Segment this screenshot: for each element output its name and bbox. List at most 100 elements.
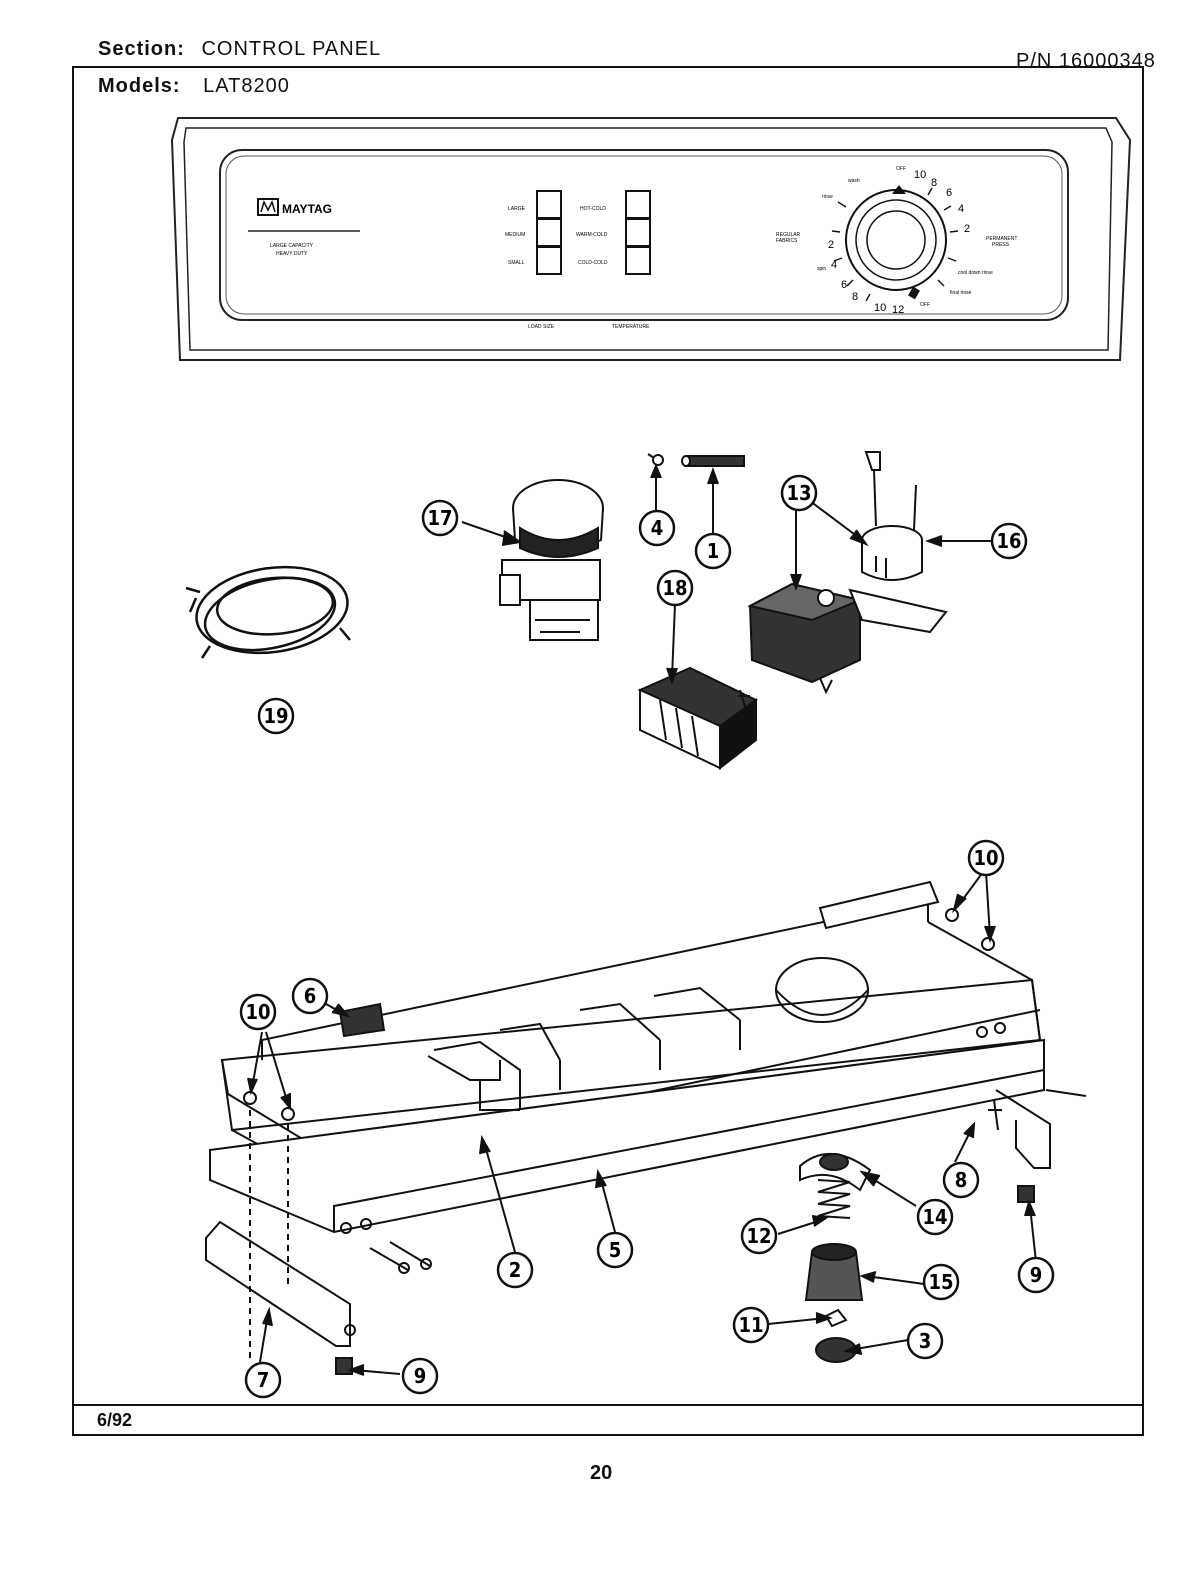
callout-label: 18 (662, 576, 687, 600)
callout-label: 2 (509, 1258, 522, 1282)
callout-5: 5 (596, 1231, 634, 1269)
dial-final-rinse: final rinse (950, 290, 972, 296)
dial-spin: spin (817, 266, 826, 272)
panel-subtitle-2: HEAVY DUTY (276, 251, 308, 257)
callout-circle (967, 839, 1005, 877)
callout-10: 10 (239, 993, 277, 1031)
dial-right-2: 2 (964, 223, 970, 235)
water-level-switch-illustration (499, 479, 604, 641)
callout-circle (740, 1217, 778, 1255)
callout-16: 16 (990, 522, 1028, 560)
callout-circle (906, 1322, 944, 1360)
callout-circle (401, 1357, 439, 1395)
callout-circle (656, 569, 694, 607)
permanent-press-1: PERMANENT (986, 236, 1017, 242)
dial-left-6: 6 (841, 279, 847, 291)
dial-left-8: 8 (852, 291, 858, 303)
callout-9: 9 (1017, 1256, 1055, 1294)
dial-right-8: 8 (931, 177, 937, 189)
regular-fabrics-1: REGULAR (776, 232, 801, 238)
callout-9: 9 (401, 1357, 439, 1395)
temp-hot-cold-button (625, 190, 651, 219)
dial-off-top: OFF (896, 166, 906, 172)
callout-circle (732, 1306, 770, 1344)
dial-off-bottom: OFF (920, 302, 930, 308)
callout-label: 13 (786, 481, 811, 505)
callout-label: 10 (245, 1000, 270, 1024)
callout-label: 9 (1030, 1263, 1043, 1287)
callout-15: 15 (922, 1263, 960, 1301)
callout-circle (596, 1231, 634, 1269)
callout-label: 10 (973, 846, 998, 870)
load-large-button (536, 190, 562, 219)
callout-label: 1 (707, 539, 720, 563)
section-label: Section: CONTROL PANEL (98, 38, 382, 60)
callout-label: 4 (651, 516, 664, 540)
load-size-buttons: LARGE MEDIUM SMALL (505, 190, 562, 275)
callout-10: 10 (967, 839, 1005, 877)
terminal-block-illustration (637, 666, 758, 771)
callout-11: 11 (732, 1306, 770, 1344)
callout-circle (922, 1263, 960, 1301)
temperature-label: TEMPERATURE (612, 324, 650, 330)
callout-label: 9 (414, 1364, 427, 1388)
temp-option-cold-cold: COLD-COLD (578, 260, 608, 266)
callout-18: 18 (656, 569, 694, 607)
callout-circle (496, 1251, 534, 1289)
dial-left-2: 2 (828, 239, 834, 251)
wire-harness-illustration (185, 565, 351, 659)
temp-cold-cold-button (625, 246, 651, 275)
dial-left-10: 10 (874, 302, 886, 314)
load-option-medium: MEDIUM (505, 232, 525, 238)
callout-label: 5 (609, 1238, 622, 1262)
panel-subtitle-1: LARGE CAPACITY (270, 243, 314, 249)
callout-label: 19 (263, 704, 288, 728)
callout-label: 8 (955, 1168, 968, 1192)
callout-13: 13 (780, 474, 818, 512)
diagram-frame (72, 66, 1144, 1436)
temp-option-hot-cold: HOT-COLD (580, 206, 606, 212)
dial-right-6: 6 (946, 187, 952, 199)
callout-label: 11 (738, 1313, 763, 1337)
callout-circle (421, 499, 459, 537)
callout-label: 15 (928, 1270, 953, 1294)
callout-circle (1017, 1256, 1055, 1294)
dial-right-10: 10 (914, 169, 926, 181)
section-value: CONTROL PANEL (201, 38, 382, 60)
callout-circle (990, 522, 1028, 560)
tube-illustration (681, 455, 745, 467)
dial-left-12: 12 (892, 304, 904, 316)
callout-circle (638, 509, 676, 547)
callout-circle (291, 977, 329, 1015)
callout-1: 1 (694, 532, 732, 570)
load-option-small: SMALL (508, 260, 525, 266)
regular-fabrics-2: FABRICS (776, 238, 798, 244)
load-option-large: LARGE (508, 206, 526, 212)
page-number: 20 (590, 1462, 613, 1484)
revision-date: 6/92 (97, 1410, 133, 1430)
callout-leaders (247, 463, 1037, 1376)
callout-17: 17 (421, 499, 459, 537)
callout-label: 16 (996, 529, 1021, 553)
callout-label: 3 (919, 1329, 932, 1353)
callout-12: 12 (740, 1217, 778, 1255)
models-label: Models: LAT8200 (98, 75, 290, 97)
clip-illustration (647, 453, 664, 466)
dial-right-4: 4 (958, 203, 964, 215)
footer-divider (72, 1404, 1144, 1406)
temp-option-warm-cold: WARM-COLD (576, 232, 608, 238)
callout-circle (694, 532, 732, 570)
timer-dial (831, 185, 959, 302)
dial-wash: wash (848, 178, 860, 184)
brand-text: MAYTAG (282, 202, 332, 216)
callout-label: 7 (257, 1368, 270, 1392)
callout-19: 19 (257, 697, 295, 735)
callout-7: 7 (244, 1361, 282, 1399)
load-medium-button (536, 218, 562, 247)
dial-cool-down-rinse: cool down rinse (958, 270, 993, 276)
callout-label: 17 (427, 506, 452, 530)
timer-illustration (747, 582, 948, 695)
callout-4: 4 (638, 509, 676, 547)
